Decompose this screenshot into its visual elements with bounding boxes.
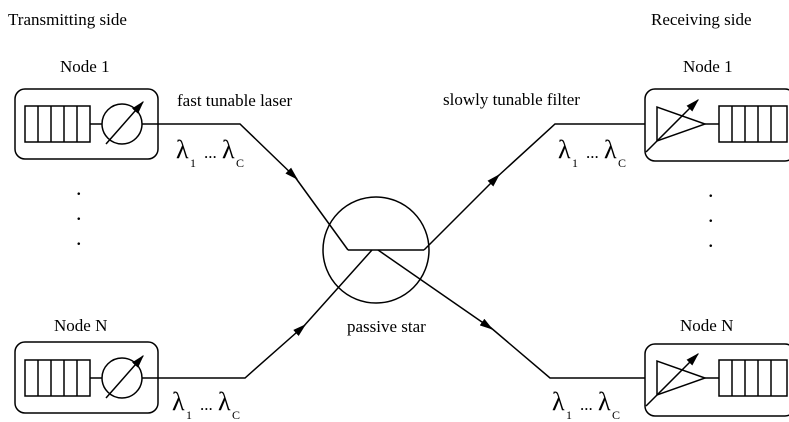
transmitting-side-header: Transmitting side (8, 10, 127, 29)
svg-text:1: 1 (566, 408, 572, 422)
svg-text:...: ... (204, 143, 217, 162)
rx-node-1-label: Node 1 (683, 57, 733, 76)
wavelength-label-tx-bottom: λ 1 ... λ C (172, 387, 240, 422)
svg-text:C: C (618, 156, 626, 170)
svg-text:λ: λ (172, 387, 185, 416)
rx-vertical-dots: . . . (708, 177, 714, 252)
rx-node-1-filter-icon (645, 99, 708, 153)
svg-text:λ: λ (558, 135, 571, 164)
svg-text:λ: λ (218, 387, 231, 416)
tx-node-1-laser-icon (101, 100, 144, 145)
svg-text:...: ... (200, 395, 213, 414)
svg-text:λ: λ (598, 387, 611, 416)
tx-node-n (14, 341, 159, 414)
slowly-tunable-filter-label: slowly tunable filter (443, 90, 580, 109)
svg-text:C: C (232, 408, 240, 422)
tx-vertical-dots: . . . (76, 175, 82, 250)
tx-node-n-label: Node N (54, 316, 107, 335)
svg-text:.: . (708, 202, 714, 227)
svg-text:C: C (612, 408, 620, 422)
wavelength-label-rx-bottom: λ 1 ... λ C (552, 387, 620, 422)
svg-text:.: . (76, 225, 82, 250)
wavelength-label-rx-top: λ 1 ... λ C (558, 135, 626, 170)
svg-text:1: 1 (186, 408, 192, 422)
svg-text:1: 1 (190, 156, 196, 170)
svg-text:.: . (76, 175, 82, 200)
tx-node-1-label: Node 1 (60, 57, 110, 76)
receiving-side-header: Receiving side (651, 10, 752, 29)
rx-node-n (644, 343, 789, 417)
rx-node-n-label: Node N (680, 316, 733, 335)
passive-star-label: passive star (347, 317, 426, 336)
fiber-rx-top (423, 123, 645, 251)
rx-node-1 (644, 88, 789, 162)
rx-node-1-queue (718, 105, 788, 143)
svg-text:...: ... (586, 143, 599, 162)
svg-text:λ: λ (222, 135, 235, 164)
svg-text:.: . (708, 177, 714, 202)
wavelength-label-tx-top: λ 1 ... λ C (176, 135, 244, 170)
tx-node-n-queue (24, 359, 91, 397)
tx-node-1 (14, 88, 159, 160)
rx-node-n-queue (718, 359, 788, 397)
svg-text:λ: λ (176, 135, 189, 164)
tx-node-n-laser-icon (101, 354, 144, 399)
svg-text:.: . (708, 227, 714, 252)
svg-text:λ: λ (552, 387, 565, 416)
svg-text:.: . (76, 200, 82, 225)
fast-tunable-laser-label: fast tunable laser (177, 91, 293, 110)
fiber-tx-top (158, 123, 349, 251)
svg-text:C: C (236, 156, 244, 170)
rx-node-n-filter-icon (645, 353, 708, 407)
svg-text:1: 1 (572, 156, 578, 170)
fiber-rx-bottom (377, 249, 645, 379)
fiber-tx-bottom (158, 249, 373, 379)
svg-text:λ: λ (604, 135, 617, 164)
tx-node-1-queue (24, 105, 91, 143)
passive-star (322, 196, 430, 304)
svg-text:...: ... (580, 395, 593, 414)
